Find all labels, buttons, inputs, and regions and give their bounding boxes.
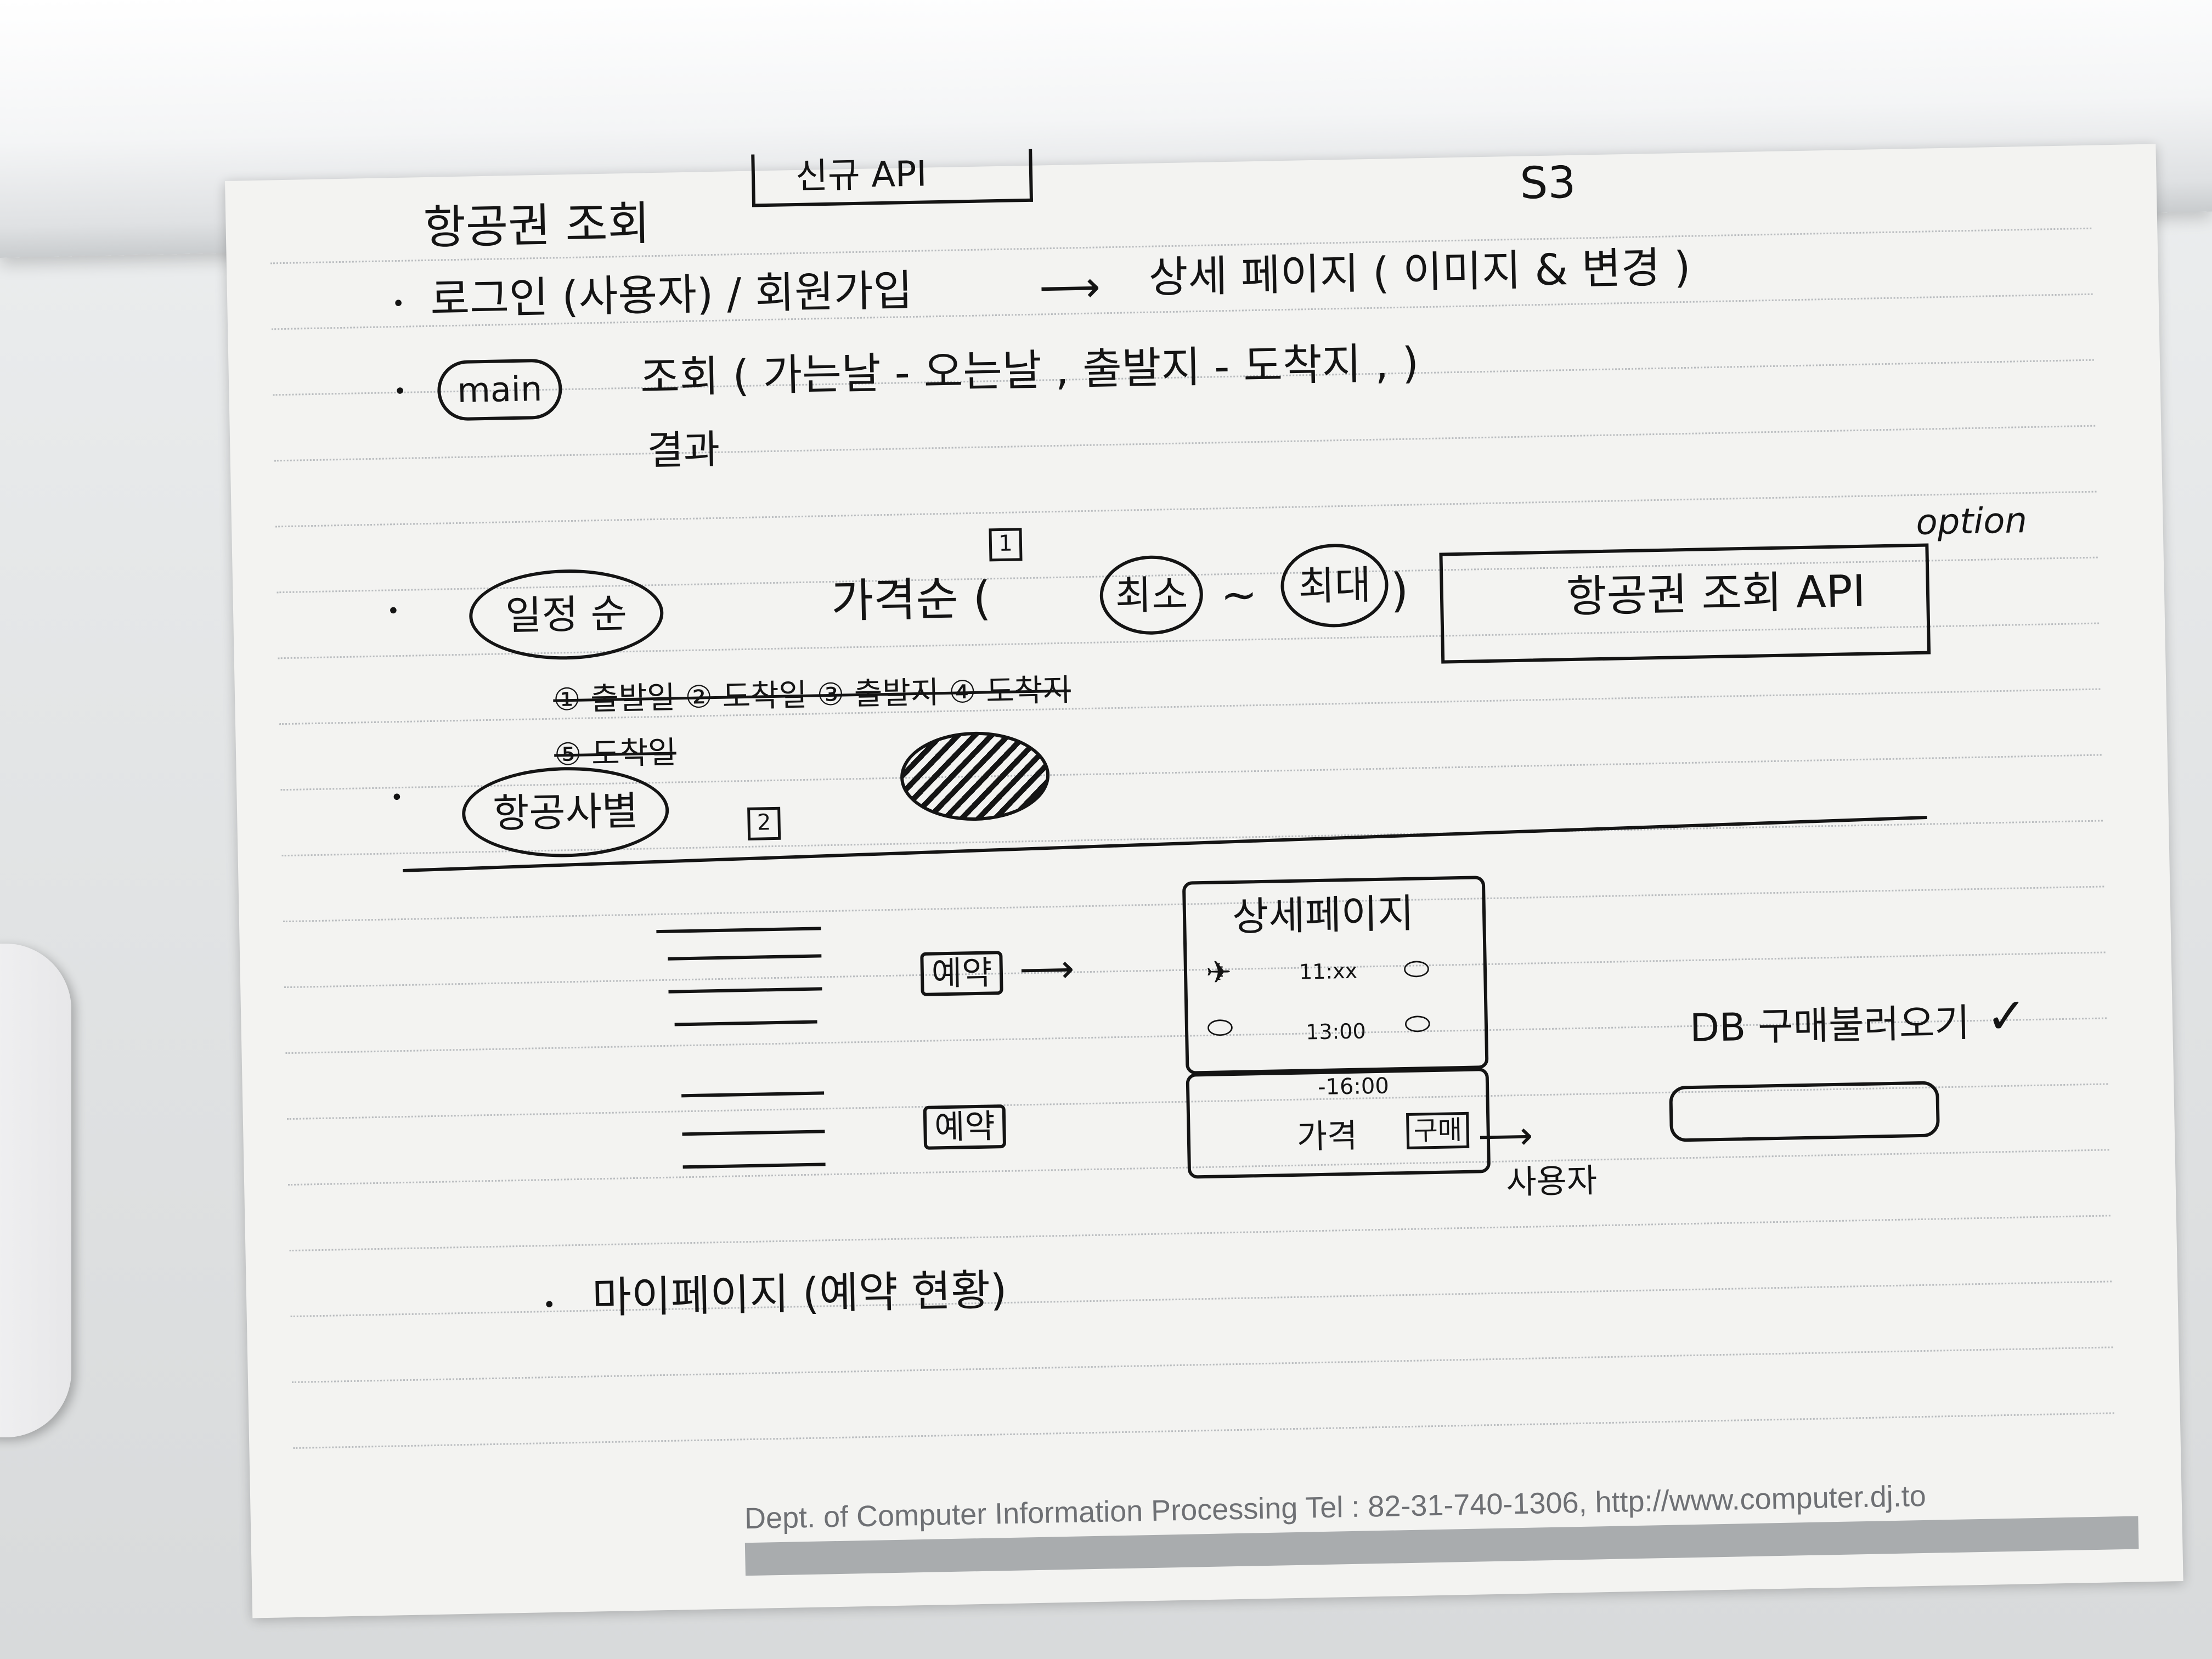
price-label: 가격 [1296, 1116, 1358, 1156]
bullet: • [390, 785, 404, 811]
db-box [1669, 1081, 1940, 1142]
max-circle: 최대 [1280, 543, 1390, 629]
tilde: ~ [1220, 569, 1258, 621]
tag-1: 1 [989, 528, 1023, 562]
api-box-text: 항공권 조회 API [1566, 565, 1866, 623]
notepad-sheet: 신규 API 항공권 조회 S3 • 로그인 (사용자) / 회원가입 ⟶ 상세… [225, 144, 2183, 1618]
page-title: 항공권 조회 [422, 196, 651, 255]
list-line [668, 954, 822, 961]
price-order-label: 가격순 ( [830, 571, 992, 628]
header-box-text: 신규 API [795, 154, 928, 198]
list-line [682, 1163, 826, 1169]
list-line [674, 1020, 817, 1026]
time-3: -16:00 [1317, 1073, 1390, 1101]
db-label: DB 구매불러오기 [1689, 1000, 1971, 1051]
list-line [656, 927, 821, 934]
ruled-line [289, 1215, 2111, 1252]
check-icon: ✓ [1985, 987, 2028, 1046]
ruled-line [279, 688, 2101, 725]
detail-page-title: 상세페이지 [1232, 890, 1415, 940]
list-line [668, 987, 822, 994]
ruled-line [290, 1280, 2112, 1318]
ruled-line [275, 490, 2097, 528]
bullet: • [543, 1292, 556, 1318]
list-line [681, 1091, 825, 1098]
mypage-line: 마이페이지 (예약 현황) [591, 1266, 1008, 1323]
bullet: • [393, 379, 407, 405]
price-close: ) [1390, 563, 1409, 618]
sort-option-struck-2: ⑤ 도착일 [554, 735, 677, 773]
scribbled-circle [899, 730, 1051, 822]
list-line [682, 1130, 825, 1136]
plane-icon: ✈ [1205, 955, 1232, 991]
tag-2: 2 [747, 806, 781, 840]
login-line: 로그인 (사용자) / 회원가입 [430, 266, 913, 325]
result-label: 결과 [646, 426, 720, 474]
arrow-right: ⟶ [1477, 1113, 1533, 1159]
time-1: 11:xx [1299, 958, 1358, 984]
book-button-2[interactable]: 예약 [923, 1104, 1007, 1150]
plane-icon: ⬭ [1404, 1006, 1431, 1042]
search-line: 조회 ( 가는날 - 오는날 , 출발지 - 도착지 , ) [640, 338, 1419, 403]
user-label: 사용자 [1505, 1161, 1598, 1202]
arrow-right: ⟶ [1019, 946, 1075, 992]
ruled-line [292, 1346, 2113, 1384]
computer-mouse [0, 944, 71, 1437]
detail-page-line: 상세 페이지 ( 이미지 & 변경 ) [1148, 242, 1691, 303]
arrow-right: ⟶ [1039, 262, 1101, 313]
time-2: 13:00 [1305, 1019, 1367, 1045]
airline-circle: 항공사별 [461, 765, 670, 859]
plane-icon: ⬭ [1206, 1009, 1234, 1046]
bullet: • [386, 599, 400, 624]
s3-label: S3 [1519, 156, 1577, 209]
ruled-line [274, 425, 2096, 462]
ruled-line [293, 1412, 2114, 1449]
main-circle: main [437, 358, 563, 421]
bullet: • [391, 291, 405, 317]
schedule-circle-crossed: 일정 순 [468, 567, 664, 662]
book-button-1[interactable]: 예약 [920, 951, 1004, 996]
plane-icon: ⬭ [1403, 951, 1430, 988]
option-label: option [1915, 500, 2028, 543]
min-circle: 최소 [1099, 554, 1204, 636]
buy-button[interactable]: 구매 [1406, 1111, 1470, 1149]
